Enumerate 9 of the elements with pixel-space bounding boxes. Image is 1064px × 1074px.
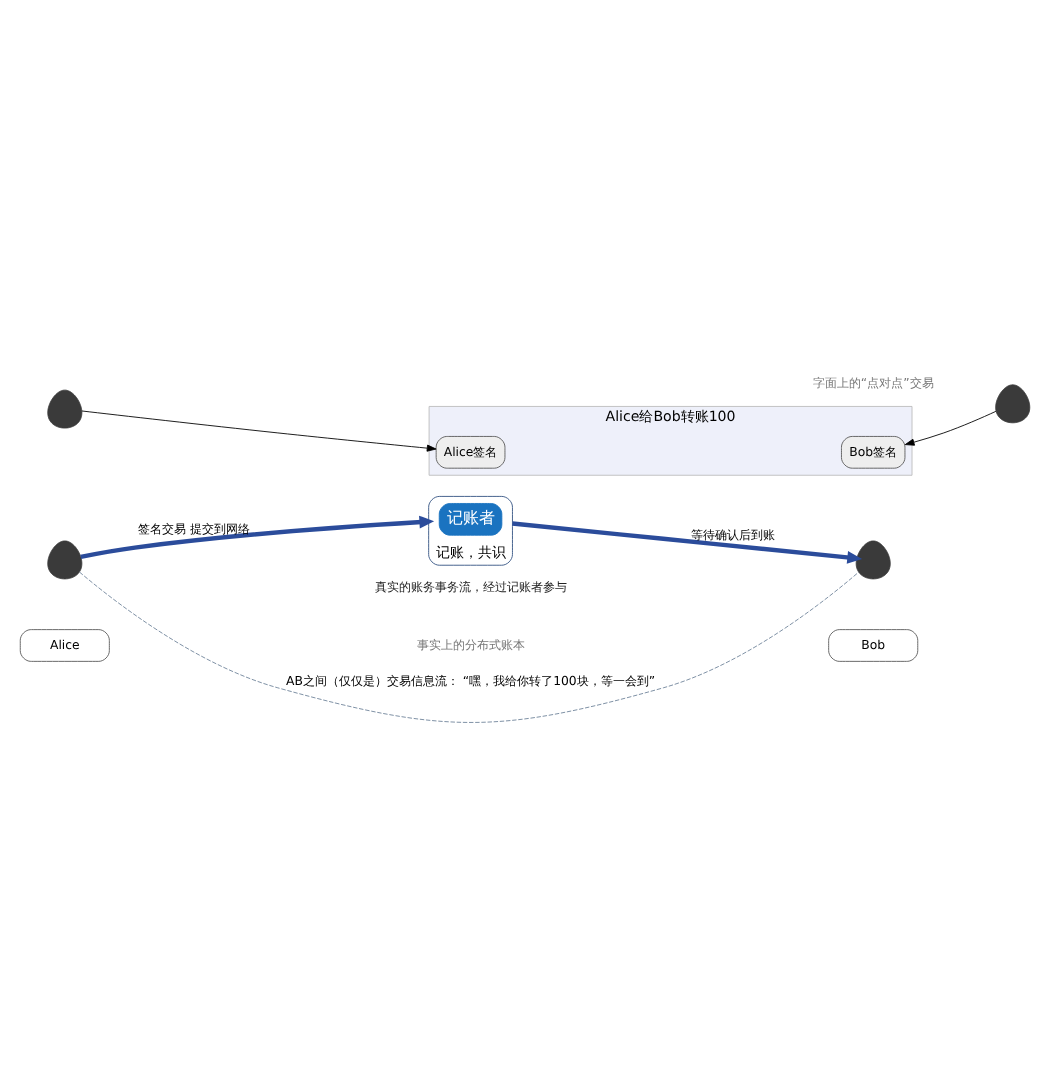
connector [79,570,860,722]
arrow [81,409,437,451]
arrow [512,520,863,563]
arrow [904,409,997,445]
arrow [80,514,435,558]
node-person [47,539,83,579]
node-person [855,539,891,579]
node-person [47,388,83,428]
node-person [995,383,1031,423]
